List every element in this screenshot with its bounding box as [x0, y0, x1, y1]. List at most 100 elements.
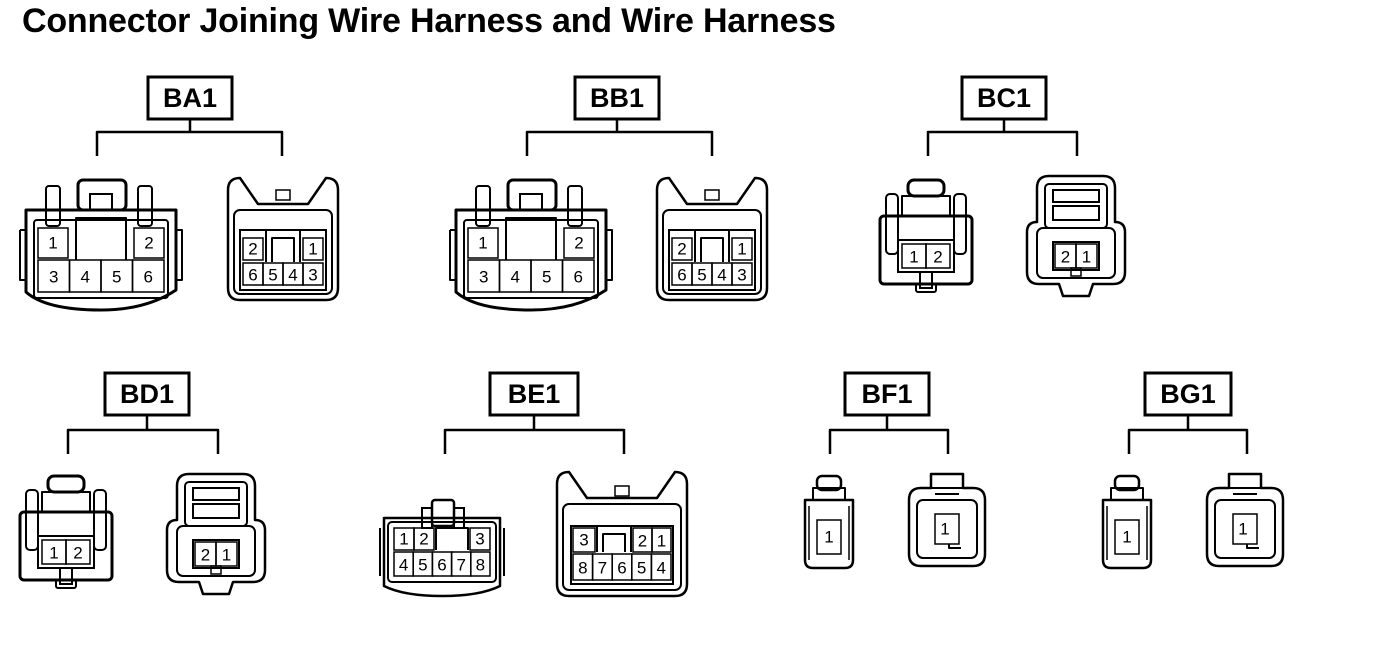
- pin-cavity: [37, 227, 69, 259]
- connector-outline: [655, 176, 769, 302]
- connector-outline: [907, 472, 987, 568]
- latch-post: [567, 185, 583, 227]
- inner-body: [233, 209, 333, 295]
- connector-ba1-header: BA1: [95, 75, 284, 156]
- bracket: [828, 428, 950, 454]
- pin-number: 1: [940, 520, 949, 539]
- pin-number: 3: [49, 268, 58, 287]
- inner-body: [1036, 227, 1116, 279]
- pin-number: 6: [677, 266, 686, 285]
- connector-be1-header: BE1: [443, 371, 626, 454]
- connector-outline: [165, 472, 267, 596]
- key: [948, 544, 961, 549]
- pin-number: 5: [418, 556, 427, 575]
- lock-frame: [41, 491, 91, 512]
- cavity-block: [192, 539, 240, 569]
- connector-outline: [226, 176, 340, 302]
- pin-cavity: [131, 259, 165, 293]
- key: [55, 579, 77, 589]
- connector-bc1-header: BC1: [926, 75, 1079, 156]
- pin-cavity: [1075, 243, 1098, 269]
- pin-cavity: [1232, 513, 1258, 545]
- pin-cavity: [133, 227, 165, 259]
- pin-cavity: [302, 237, 324, 261]
- pin-number: 1: [49, 544, 58, 563]
- pin-number: 3: [737, 266, 746, 285]
- connector-label: BC1: [977, 83, 1031, 113]
- connector-outline: [449, 229, 456, 281]
- pin-cavity: [413, 527, 435, 551]
- pin-number: 1: [824, 528, 833, 547]
- latch: [614, 485, 630, 497]
- pin-number: 8: [578, 559, 587, 578]
- pin-number: 5: [268, 266, 277, 285]
- pin-number: 4: [399, 556, 408, 575]
- pin-cavity: [561, 259, 595, 293]
- connector-outline: [803, 498, 855, 570]
- pin-cavity: [65, 539, 91, 565]
- connector-outline: [379, 528, 505, 576]
- connector-outline: [555, 470, 689, 598]
- pin-number: 1: [737, 240, 746, 259]
- lock-frame: [812, 487, 846, 500]
- pin-number: 5: [637, 559, 646, 578]
- inner-body: [562, 503, 682, 591]
- pin-cavity: [467, 227, 499, 259]
- pin-number: 1: [478, 234, 487, 253]
- lock-tab: [519, 193, 543, 211]
- pin-number: 2: [638, 532, 647, 551]
- pin-cavity: [731, 237, 753, 261]
- lock-tab: [906, 178, 946, 198]
- connector-label: BF1: [861, 379, 912, 409]
- inner-body: [1214, 499, 1276, 559]
- inner-body: [463, 219, 599, 299]
- pin-number: 6: [144, 268, 153, 287]
- pin-number: 2: [73, 544, 82, 563]
- inner-body: [176, 525, 256, 577]
- pin-cavity: [469, 527, 491, 551]
- lock-tab: [931, 487, 963, 495]
- pin-number: 6: [617, 559, 626, 578]
- lock-frame: [901, 195, 951, 216]
- lock-tab: [1113, 474, 1141, 492]
- connector-label: BB1: [590, 83, 644, 113]
- lock-frame: [1110, 487, 1144, 500]
- pin-cavity: [731, 262, 753, 286]
- pin-number: 3: [475, 530, 484, 549]
- connector-bf1-header: BF1: [828, 371, 950, 454]
- pin-number: 1: [308, 240, 317, 259]
- pin-cavity: [470, 551, 491, 577]
- cavity-block: [1052, 241, 1100, 271]
- inner-body: [662, 209, 762, 295]
- connector-outline: [606, 229, 613, 281]
- cavity-block: [668, 229, 756, 291]
- pin-number: 3: [579, 531, 588, 550]
- pin-number: 5: [697, 266, 706, 285]
- latch-post: [953, 193, 967, 255]
- center-key: [596, 526, 632, 552]
- pin-cavity: [671, 237, 693, 261]
- key: [915, 283, 937, 293]
- center-key: [435, 527, 469, 550]
- center-key: [265, 230, 301, 262]
- pin-number: 2: [574, 234, 583, 253]
- pin-number: 2: [1061, 248, 1070, 267]
- connector-bd1-header: BD1: [66, 371, 220, 454]
- pin-number: 1: [909, 248, 918, 267]
- bracket: [443, 428, 626, 454]
- lock-tab: [1229, 487, 1261, 495]
- latch-post: [45, 185, 61, 227]
- pin-number: 1: [1238, 520, 1247, 539]
- bracket: [95, 130, 284, 156]
- male-connector-face: 1: [803, 474, 855, 570]
- connector-label: BD1: [120, 379, 174, 409]
- pin-number: 5: [542, 268, 551, 287]
- lock-tab: [1052, 189, 1100, 203]
- pin-cavity: [242, 237, 264, 261]
- pin-number: 1: [657, 532, 666, 551]
